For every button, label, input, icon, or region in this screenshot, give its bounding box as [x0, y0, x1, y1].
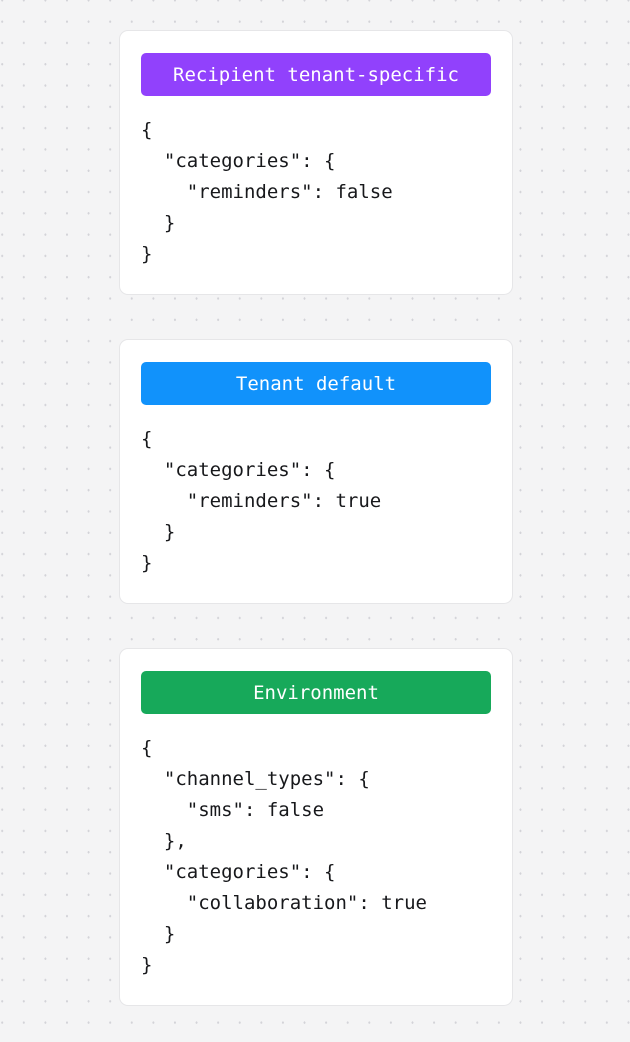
- card-header-tenant-default: Tenant default: [141, 362, 491, 405]
- card-header-environment: Environment: [141, 671, 491, 714]
- card-body-recipient-tenant-specific: { "categories": { "reminders": false } }: [141, 119, 393, 265]
- card-tenant-default: Tenant default { "categories": { "remind…: [119, 339, 513, 604]
- card-body-tenant-default: { "categories": { "reminders": true } }: [141, 428, 382, 574]
- card-header-recipient-tenant-specific: Recipient tenant-specific: [141, 53, 491, 96]
- card-body-environment: { "channel_types": { "sms": false }, "ca…: [141, 737, 427, 976]
- card-recipient-tenant-specific: Recipient tenant-specific { "categories"…: [119, 30, 513, 295]
- preference-override-stack: Recipient tenant-specific { "categories"…: [119, 30, 513, 1006]
- card-environment: Environment { "channel_types": { "sms": …: [119, 648, 513, 1006]
